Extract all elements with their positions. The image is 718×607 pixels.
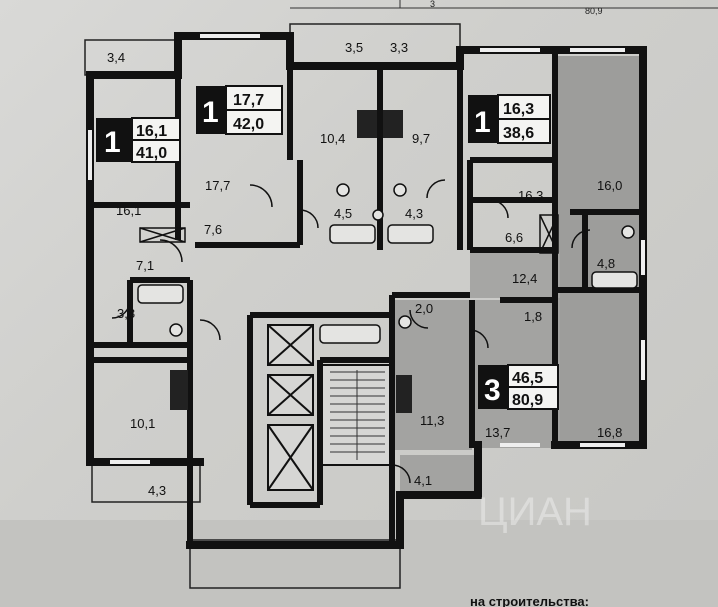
room-area: 16,0 bbox=[597, 178, 622, 193]
room-area-labels: 3,4 3,5 3,3 10,4 9,7 17,7 16,1 7,6 4,5 4… bbox=[107, 40, 622, 498]
elevator-shafts bbox=[267, 324, 314, 491]
room-area: 2,0 bbox=[415, 301, 433, 316]
top-strip: 3 80,9 bbox=[290, 0, 718, 16]
room-area: 17,7 bbox=[205, 178, 230, 193]
room-area: 6,6 bbox=[505, 230, 523, 245]
room-area: 10,1 bbox=[130, 416, 155, 431]
apartment-badge-1c: 1 16,3 38,6 bbox=[468, 94, 551, 144]
apartment-badge-3: 3 46,5 80,9 bbox=[478, 364, 559, 410]
room-area: 4,1 bbox=[414, 473, 432, 488]
apartment-total-area: 42,0 bbox=[233, 116, 264, 133]
stove-icons bbox=[170, 110, 412, 413]
room-area: 4,3 bbox=[148, 483, 166, 498]
room-area: 11,3 bbox=[420, 413, 444, 428]
room-area: 4,8 bbox=[597, 256, 615, 271]
apartment-total-area: 41,0 bbox=[136, 145, 167, 162]
apartment-rooms: 1 bbox=[202, 96, 219, 129]
apartment-rooms: 1 bbox=[104, 126, 121, 159]
windows bbox=[88, 34, 645, 464]
room-area: 3,3 bbox=[390, 40, 408, 55]
room-area: 3,8 bbox=[117, 306, 135, 321]
room-area: 9,7 bbox=[412, 131, 430, 146]
apartment-living-area: 16,1 bbox=[136, 123, 167, 140]
top-strip-left: 3 bbox=[430, 0, 435, 9]
room-area: 7,6 bbox=[204, 222, 222, 237]
apartment-living-area: 16,3 bbox=[503, 101, 534, 118]
stairwell bbox=[321, 364, 391, 466]
room-area: 13,7 bbox=[485, 425, 510, 440]
apartment-rooms: 3 bbox=[484, 374, 501, 407]
footer-text: на строительства: bbox=[470, 594, 589, 607]
apartment-living-area: 17,7 bbox=[233, 92, 264, 109]
apartment-living-area: 46,5 bbox=[512, 370, 543, 387]
apartment-total-area: 80,9 bbox=[512, 392, 543, 409]
room-area: 4,3 bbox=[405, 206, 423, 221]
room-area: 4,5 bbox=[334, 206, 352, 221]
room-area: 7,1 bbox=[136, 258, 154, 273]
apartment-badge-1b: 1 17,7 42,0 bbox=[196, 85, 283, 135]
door-swings bbox=[111, 179, 591, 484]
room-area: 3,4 bbox=[107, 50, 125, 65]
apartment-rooms: 1 bbox=[474, 106, 491, 139]
room-area: 16,1 bbox=[116, 203, 141, 218]
apartment-badge-1a: 1 16,1 41,0 bbox=[96, 117, 181, 163]
watermark: ЦИАН bbox=[478, 490, 592, 534]
apartment-total-area: 38,6 bbox=[503, 125, 534, 142]
room-area: 12,4 bbox=[512, 271, 537, 286]
room-area: 16,8 bbox=[597, 425, 622, 440]
top-strip-right: 80,9 bbox=[585, 6, 603, 16]
room-area: 3,5 bbox=[345, 40, 363, 55]
bath-fixtures bbox=[137, 183, 638, 344]
room-area: 10,4 bbox=[320, 131, 345, 146]
vent-shafts bbox=[139, 214, 559, 254]
room-area: 1,8 bbox=[524, 309, 542, 324]
room-area: 16,3 bbox=[518, 188, 543, 203]
